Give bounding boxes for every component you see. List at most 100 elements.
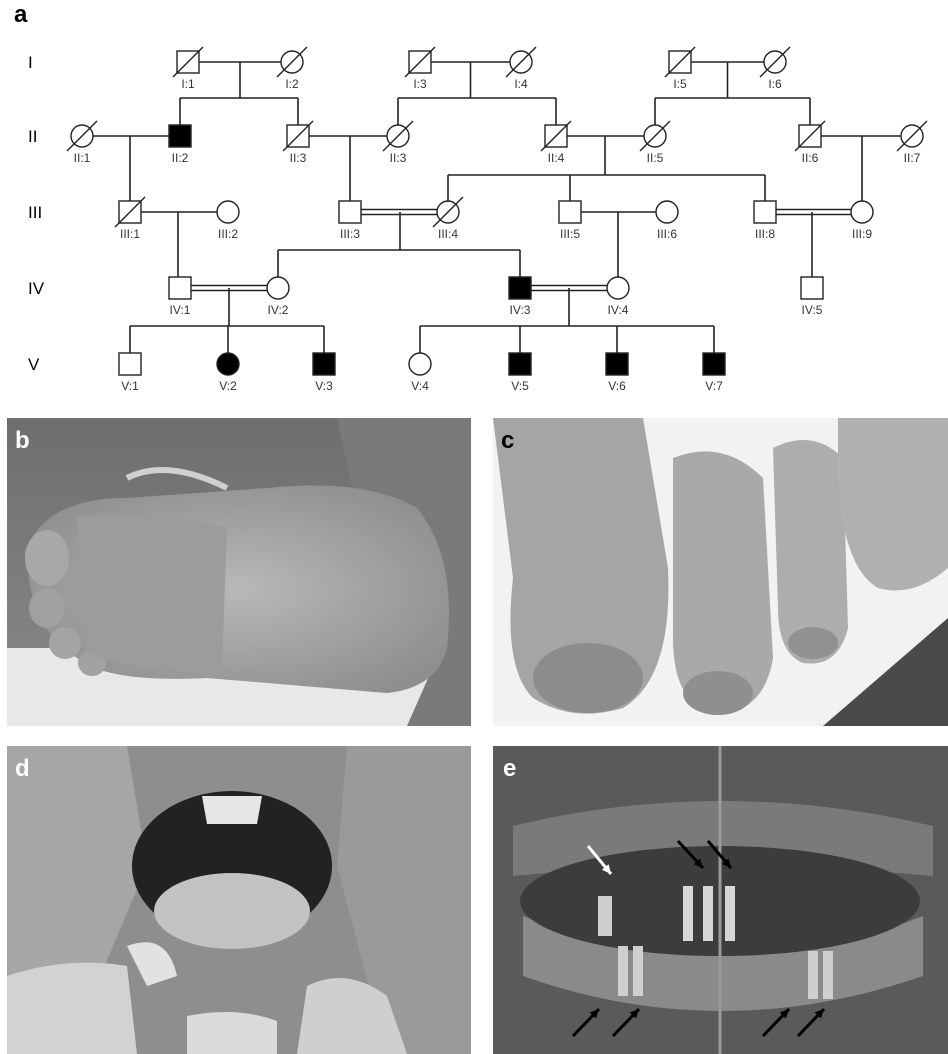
individual-i-5: I:5: [665, 47, 695, 91]
pedigree-chart: a IIIIIIIVV I:1I:2I:3I:4I:5I:6II:1II:2II…: [0, 0, 948, 412]
panel-c-toe-photo: c: [493, 418, 948, 726]
panel-b-foot-photo: b: [7, 418, 471, 726]
female-circle: [607, 277, 629, 299]
male-square: [559, 201, 581, 223]
individual-id-label: III:1: [120, 227, 140, 241]
individual-ii-6: II:6: [795, 121, 825, 165]
individual-ii-5: II:5: [640, 121, 670, 165]
individual-id-label: II:3: [290, 151, 307, 165]
individual-id-label: IV:4: [608, 303, 629, 317]
individual-id-label: V:2: [219, 379, 237, 393]
female-circle: [217, 353, 239, 375]
individual-id-label: II:6: [802, 151, 819, 165]
individual-iii-3: III:3: [339, 201, 361, 241]
individual-i-1: I:1: [173, 47, 203, 91]
individual-v-5: V:5: [509, 353, 531, 393]
individual-iii-9: III:9: [851, 201, 873, 241]
individual-id-label: I:4: [514, 77, 528, 91]
individual-ii-7: II:7: [897, 121, 927, 165]
individual-id-label: I:6: [768, 77, 782, 91]
individual-i-6: I:6: [760, 47, 790, 91]
individual-id-label: I:2: [285, 77, 299, 91]
individual-iv-2: IV:2: [267, 277, 289, 317]
male-square: [606, 353, 628, 375]
generation-label-III: III: [28, 203, 42, 222]
individual-id-label: III:2: [218, 227, 238, 241]
individual-id-label: III:6: [657, 227, 677, 241]
pedigree-lines: [93, 62, 901, 353]
individual-iv-1: IV:1: [169, 277, 191, 317]
individual-id-label: II:2: [172, 151, 189, 165]
individual-ii-2: II:2: [169, 125, 191, 165]
generation-label-I: I: [28, 53, 33, 72]
individual-v-2: V:2: [217, 353, 239, 393]
individual-id-label: III:5: [560, 227, 580, 241]
individual-iv-5: IV:5: [801, 277, 823, 317]
panel-label-b: b: [15, 427, 30, 454]
generation-label-V: V: [28, 355, 40, 374]
female-circle: [267, 277, 289, 299]
individual-id-label: I:1: [181, 77, 195, 91]
individual-iii-8: III:8: [754, 201, 776, 241]
male-square: [119, 353, 141, 375]
panel-label-e: e: [503, 755, 516, 782]
individual-id-label: II:5: [647, 151, 664, 165]
individual-id-label: II:4: [548, 151, 565, 165]
panel-label-d: d: [15, 755, 30, 782]
male-square: [801, 277, 823, 299]
individual-id-label: III:8: [755, 227, 775, 241]
individual-i-4: I:4: [506, 47, 536, 91]
individual-ii-1: II:1: [67, 121, 97, 165]
generation-label-IV: IV: [28, 279, 45, 298]
individual-v-6: V:6: [606, 353, 628, 393]
mouth-teeth-image: d: [7, 746, 471, 1054]
individual-v-1: V:1: [119, 353, 141, 393]
individual-id-label: IV:2: [268, 303, 289, 317]
individual-id-label: V:5: [511, 379, 529, 393]
individual-ii-3: II:3: [283, 121, 313, 165]
female-circle: [656, 201, 678, 223]
individual-id-label: III:4: [438, 227, 458, 241]
individual-ii-3: II:3: [383, 121, 413, 165]
individual-iv-3: IV:3: [509, 277, 531, 317]
individual-id-label: IV:5: [802, 303, 823, 317]
male-square: [313, 353, 335, 375]
panoramic-xray-image: e: [493, 746, 948, 1054]
individual-id-label: II:7: [904, 151, 921, 165]
toe-nails-image: c: [493, 418, 948, 726]
individual-v-7: V:7: [703, 353, 725, 393]
individual-id-label: III:9: [852, 227, 872, 241]
male-square: [169, 125, 191, 147]
individual-id-label: V:4: [411, 379, 429, 393]
individual-id-label: IV:3: [510, 303, 531, 317]
individual-id-label: V:3: [315, 379, 333, 393]
individual-id-label: V:1: [121, 379, 139, 393]
individual-id-label: II:3: [390, 151, 407, 165]
panel-label-c: c: [501, 427, 514, 454]
individual-iv-4: IV:4: [607, 277, 629, 317]
female-circle: [851, 201, 873, 223]
individual-id-label: III:3: [340, 227, 360, 241]
individual-iii-2: III:2: [217, 201, 239, 241]
individual-id-label: I:5: [673, 77, 687, 91]
individual-ii-4: II:4: [541, 121, 571, 165]
male-square: [169, 277, 191, 299]
individual-iii-1: III:1: [115, 197, 145, 241]
individual-v-4: V:4: [409, 353, 431, 393]
individual-id-label: I:3: [413, 77, 427, 91]
individual-i-3: I:3: [405, 47, 435, 91]
individual-id-label: V:7: [705, 379, 723, 393]
individual-id-label: IV:1: [170, 303, 191, 317]
female-circle: [409, 353, 431, 375]
male-square: [703, 353, 725, 375]
individual-id-label: II:1: [74, 151, 91, 165]
panel-d-mouth-photo: d: [7, 746, 471, 1054]
male-square: [339, 201, 361, 223]
individual-id-label: V:6: [608, 379, 626, 393]
male-square: [509, 353, 531, 375]
male-square: [509, 277, 531, 299]
generation-label-II: II: [28, 127, 37, 146]
individual-iii-5: III:5: [559, 201, 581, 241]
